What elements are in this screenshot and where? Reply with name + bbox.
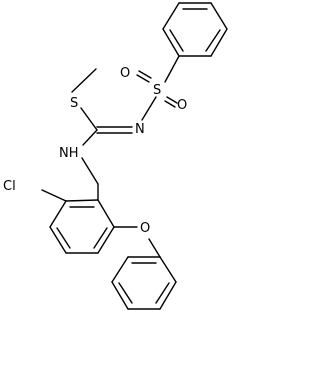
imine-nitrogen-label: N: [135, 122, 145, 137]
phenyl-ring-sulfonyl: [162, 2, 228, 57]
phenoxy-ether: O: [113, 221, 161, 258]
methylthio-group: S: [70, 68, 97, 111]
phenyl-ring-phenoxy: [111, 256, 177, 310]
chlorine-label: Cl: [3, 179, 16, 194]
amine-linker: NH: [59, 146, 99, 201]
chlorophenoxy-benzene-ring: [49, 199, 115, 254]
molecule-structure: S O O N S NH Cl O: [3, 2, 228, 310]
sulfonyl-oxygen-label-2: O: [177, 98, 187, 113]
chloro-substituent: Cl: [3, 179, 67, 202]
isothiourea-core: N: [80, 107, 145, 146]
sulfonyl-oxygen-label-1: O: [120, 66, 130, 81]
sulfonyl-sulfur-label: S: [153, 83, 161, 98]
thioether-sulfur-label: S: [70, 96, 78, 111]
amine-nh-label: NH: [59, 146, 79, 161]
ether-oxygen-label: O: [140, 221, 150, 236]
sulfonyl-group: S O O: [120, 55, 187, 121]
